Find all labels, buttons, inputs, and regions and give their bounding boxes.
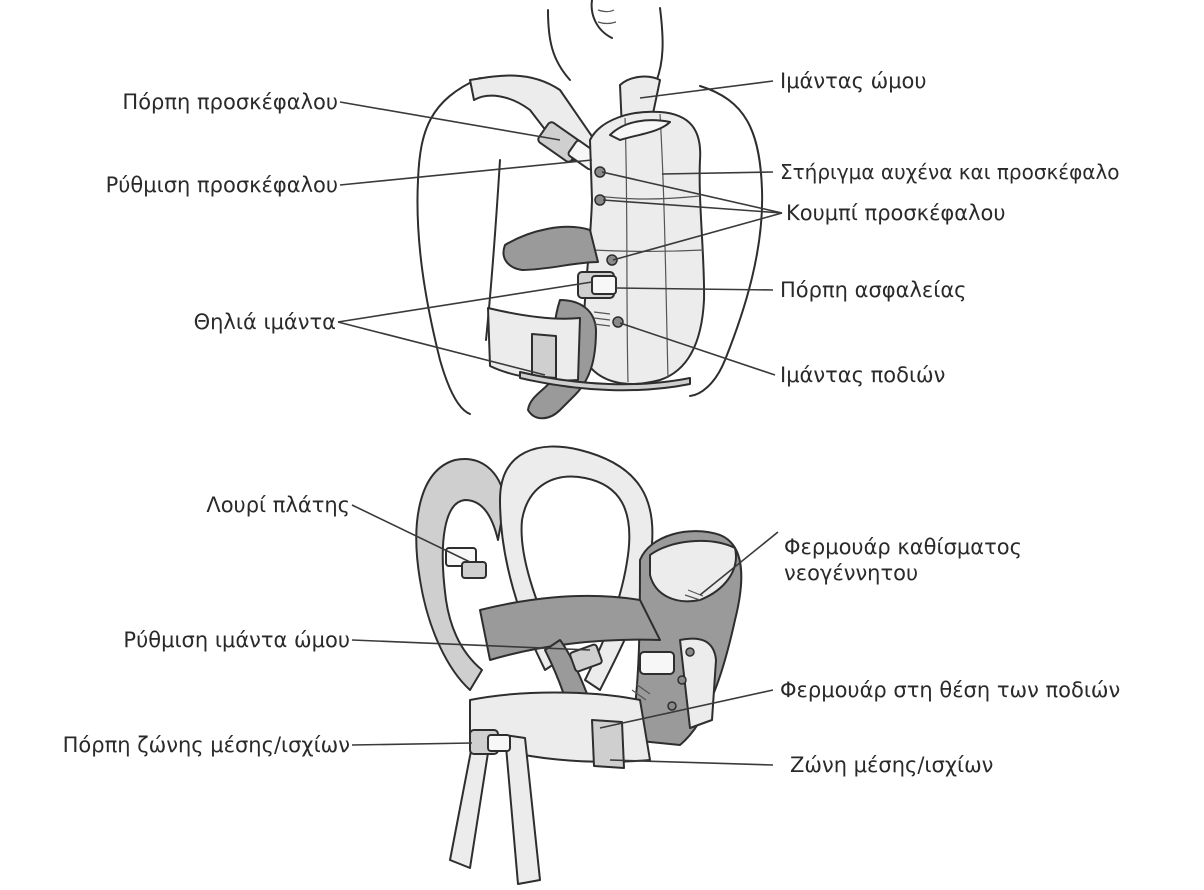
label-waist-belt: Ζώνη μέσης/ισχίων	[790, 753, 994, 777]
label-headrest-buckle: Πόρπη προσκέφαλου	[122, 90, 338, 114]
label-shoulder-strap-adjust: Ρύθμιση ιμάντα ώμου	[123, 628, 350, 652]
label-waist-buckle: Πόρπη ζώνης μέσης/ισχίων	[62, 733, 350, 757]
label-leg-strap: Ιμάντας ποδιών	[780, 363, 946, 387]
label-female-strap: Θηλιά ιμάντα	[193, 310, 336, 334]
carrier-back-view-illustration	[415, 445, 743, 885]
label-headrest-adjust: Ρύθμιση προσκέφαλου	[105, 173, 338, 197]
label-newborn-seat-zipper: Φερμουάρ καθίσματος νεογέννητου	[784, 535, 1022, 585]
label-shoulder-strap: Ιμάντας ώμου	[780, 69, 927, 93]
label-leg-position-zipper: Φερμουάρ στη θέση των ποδιών	[780, 678, 1121, 702]
callout-lines	[337, 80, 783, 766]
label-headrest-button: Κουμπί προσκέφαλου	[786, 201, 1006, 225]
label-neck-support: Στήριγμα αυχένα και προσκέφαλο	[780, 160, 1120, 184]
label-safety-buckle: Πόρπη ασφαλείας	[780, 278, 967, 302]
label-back-strap: Λουρί πλάτης	[206, 493, 350, 517]
